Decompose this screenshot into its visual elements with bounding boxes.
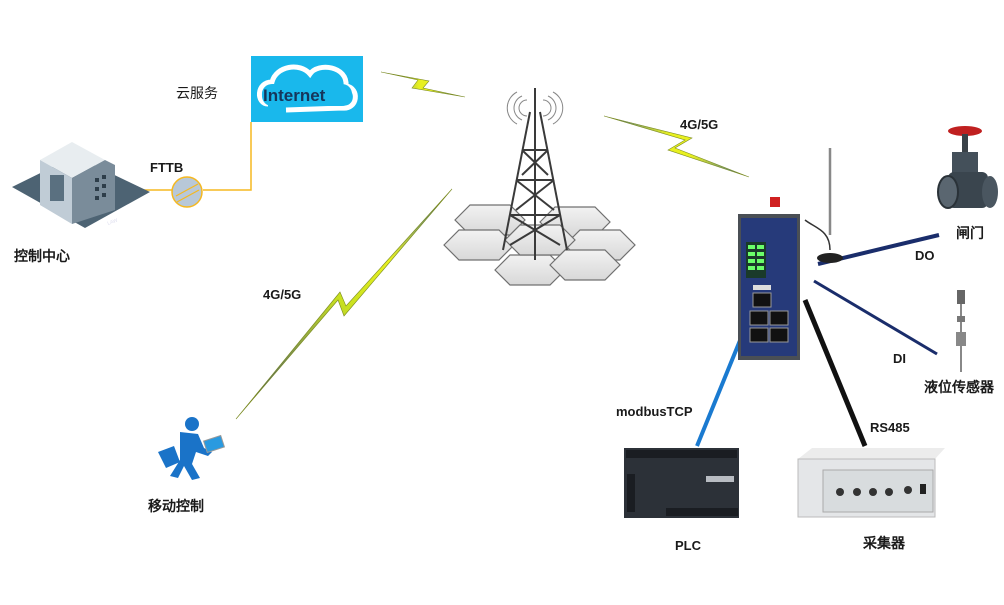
industrial-router-icon: [738, 148, 843, 360]
di-link-label: DI: [893, 351, 906, 366]
cell-tower-icon: [443, 88, 636, 286]
wireless-link-cloud-tower: [380, 71, 466, 98]
plc-icon: [624, 448, 739, 518]
cloud-service-label: 云服务: [176, 86, 218, 102]
tower-mobile-link-label: 4G/5G: [263, 287, 302, 302]
gate-valve-icon: [937, 126, 998, 209]
fiber-converter-icon: [171, 176, 203, 208]
mobile-control-label: 移动控制: [148, 499, 204, 515]
do-link-label: DO: [915, 248, 935, 263]
plc-label: PLC: [675, 538, 701, 553]
valve-label: 闸门: [956, 226, 984, 242]
modbus-tcp-link-label: modbusTCP: [616, 404, 693, 419]
level-sensor-icon: [956, 290, 966, 372]
fttb-label: FTTB: [150, 160, 184, 175]
di-link: [813, 279, 938, 356]
cloud-text: Internet: [263, 86, 326, 105]
level-sensor-label: 液位传感器: [924, 380, 994, 396]
wireless-link-tower-gateway: [603, 115, 750, 178]
rs485-link-label: RS485: [870, 420, 910, 435]
ethernet-link: [695, 337, 743, 447]
tower-gateway-link-label: 4G/5G: [680, 117, 719, 132]
collector-label: 采集器: [863, 536, 905, 552]
cloud-icon: [251, 56, 363, 122]
mobile-user-icon: [158, 417, 226, 480]
rs485-link: [802, 299, 868, 447]
wireless-link-tower-mobile: [235, 188, 453, 420]
office-building-icon: LAW: [12, 142, 150, 228]
data-collector-icon: [797, 448, 945, 518]
svg-text:LAW: LAW: [107, 218, 119, 227]
control-center-label: 控制中心: [14, 249, 70, 265]
